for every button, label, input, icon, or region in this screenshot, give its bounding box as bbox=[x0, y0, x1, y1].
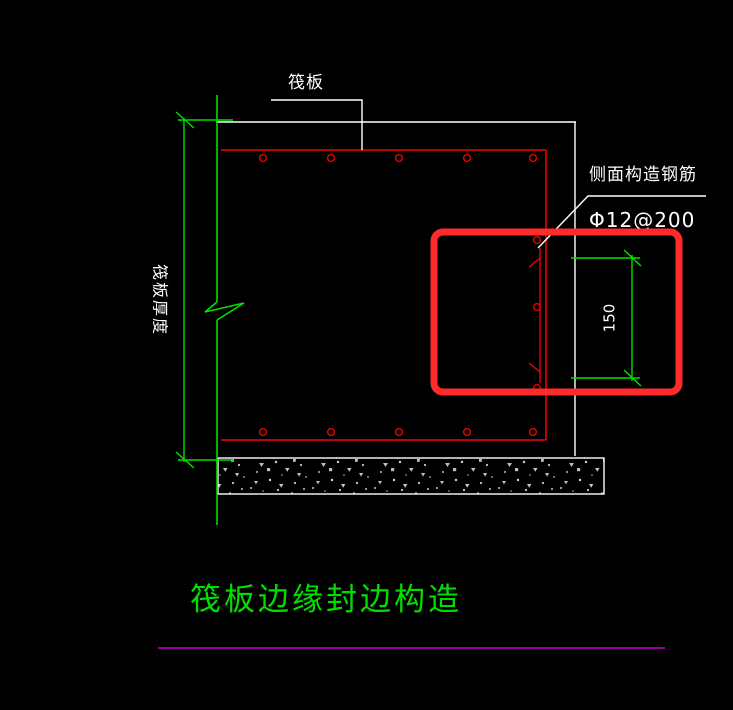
drawing-title: 筏板边缘封边构造 bbox=[190, 582, 462, 618]
thickness-tick-top bbox=[175, 111, 195, 129]
edge-dim-tick-top bbox=[623, 249, 642, 267]
concrete-cushion-outline bbox=[217, 457, 605, 495]
rebar-dots-top-row bbox=[258, 153, 538, 163]
highlight-selection-box bbox=[430, 228, 683, 396]
side-rebar-spec-label: Φ12@200 bbox=[589, 208, 695, 232]
concrete-cushion-group bbox=[217, 457, 605, 495]
raft-slab-leader-line bbox=[271, 99, 363, 150]
side-rebar-hook-bottom bbox=[528, 362, 541, 373]
side-structural-rebar bbox=[528, 235, 542, 393]
slab-thickness-dimension-group: 筏板厚度 bbox=[151, 111, 233, 469]
edge-dimension-150-group: 150 bbox=[571, 249, 642, 387]
slab-thickness-label: 筏板厚度 bbox=[151, 264, 170, 336]
side-rebar-hook-top bbox=[528, 257, 541, 268]
thickness-tick-bottom bbox=[175, 451, 195, 469]
break-line-zigzag bbox=[204, 301, 245, 321]
side-rebar-dot-mid bbox=[532, 302, 542, 312]
rebar-cage-group bbox=[221, 149, 547, 441]
edge-dim-tick-bottom bbox=[623, 369, 642, 387]
concrete-cushion-fill bbox=[218, 458, 604, 494]
drawing-title-group: 筏板边缘封边构造 bbox=[158, 582, 665, 649]
edge-dimension-value-label: 150 bbox=[601, 304, 619, 333]
raft-slab-label: 筏板 bbox=[288, 73, 324, 93]
slab-outline-group bbox=[216, 121, 576, 456]
rebar-dots-bottom-row bbox=[258, 427, 538, 437]
side-rebar-name-label: 侧面构造钢筋 bbox=[589, 165, 697, 185]
slab-break-line-group bbox=[204, 95, 245, 525]
side-rebar-dot-top bbox=[532, 235, 542, 245]
raft-slab-callout-group: 筏板 bbox=[271, 73, 363, 150]
